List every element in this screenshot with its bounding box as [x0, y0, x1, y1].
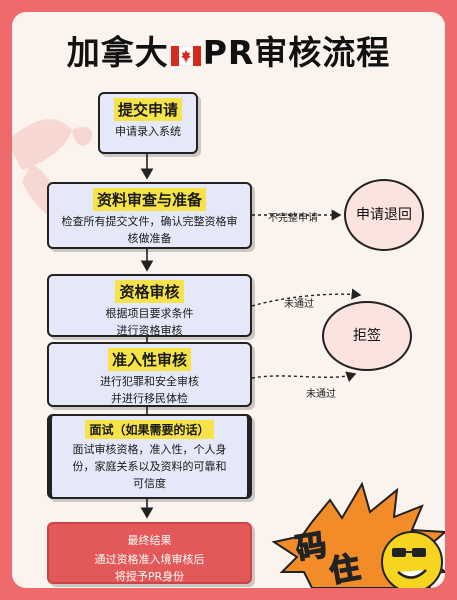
step-box-submit: 提交申请 申请录入系统 [98, 92, 198, 154]
step-heading: 面试（如果需要的话） [85, 420, 214, 439]
dashed-arrow-eligibility-fail [251, 288, 362, 307]
step-description: 申请录入系统 [115, 125, 181, 138]
title-text-2: PR审核流程 [202, 33, 391, 72]
outcome-returned: 申请退回 [344, 179, 424, 251]
step-description: 根据项目要求条件进行资格审核 [105, 307, 194, 337]
step-heading: 提交申请 [113, 98, 182, 121]
step-description: 通过资格准入境审核后将授予PR身份 [94, 553, 205, 583]
step-heading: 资格审核 [115, 280, 184, 303]
step-box-eligibility: 资格审核 根据项目要求条件进行资格审核 [47, 274, 252, 337]
edge-label-incomplete: 不完整申请 [268, 213, 318, 224]
badge-char-2: 住 [327, 550, 363, 588]
outcome-refused: 拒签 [322, 301, 412, 371]
starburst-badge: 码 住 [271, 481, 445, 588]
dashed-arrow-admissibility-fail [251, 371, 357, 383]
edge-label-failed-admissibility: 未通过 [306, 389, 336, 400]
page-title: 加拿大 PR审核流程 [12, 26, 445, 74]
step-box-document-review: 资料审查与准备 检查所有提交文件，确认完整资格审核做准备 [47, 182, 252, 249]
smiley-face-icon [381, 531, 443, 588]
step-description: 面试审核资格，准入性，个人身份，家庭关系以及资料的可靠和可信度 [72, 443, 227, 490]
step-box-final-result: 最终结果 通过资格准入境审核后将授予PR身份 [47, 522, 252, 584]
step-box-interview: 面试（如果需要的话） 面试审核资格，准入性，个人身份，家庭关系以及资料的可靠和可… [47, 414, 252, 499]
edge-label-failed-eligibility: 未通过 [284, 299, 314, 310]
badge-char-1: 码 [293, 528, 329, 568]
infographic-card: 加拿大 PR审核流程 提交申请 申请录入系统 [12, 12, 445, 588]
canada-flag-icon [170, 35, 202, 74]
step-heading: 准入性审核 [107, 348, 191, 371]
outcome-label: 拒签 [353, 328, 381, 344]
step-heading: 资料审查与准备 [92, 188, 206, 211]
step-box-admissibility: 准入性审核 进行犯罪和安全审核并进行移民体检 [47, 342, 252, 407]
title-text-1: 加拿大 [66, 33, 169, 72]
outcome-label: 申请退回 [356, 207, 412, 223]
flow-connectors [140, 154, 362, 519]
step-description: 检查所有提交文件，确认完整资格审核做准备 [61, 215, 238, 245]
step-heading: 最终结果 [127, 534, 172, 547]
step-description: 进行犯罪和安全审核并进行移民体检 [100, 375, 199, 405]
